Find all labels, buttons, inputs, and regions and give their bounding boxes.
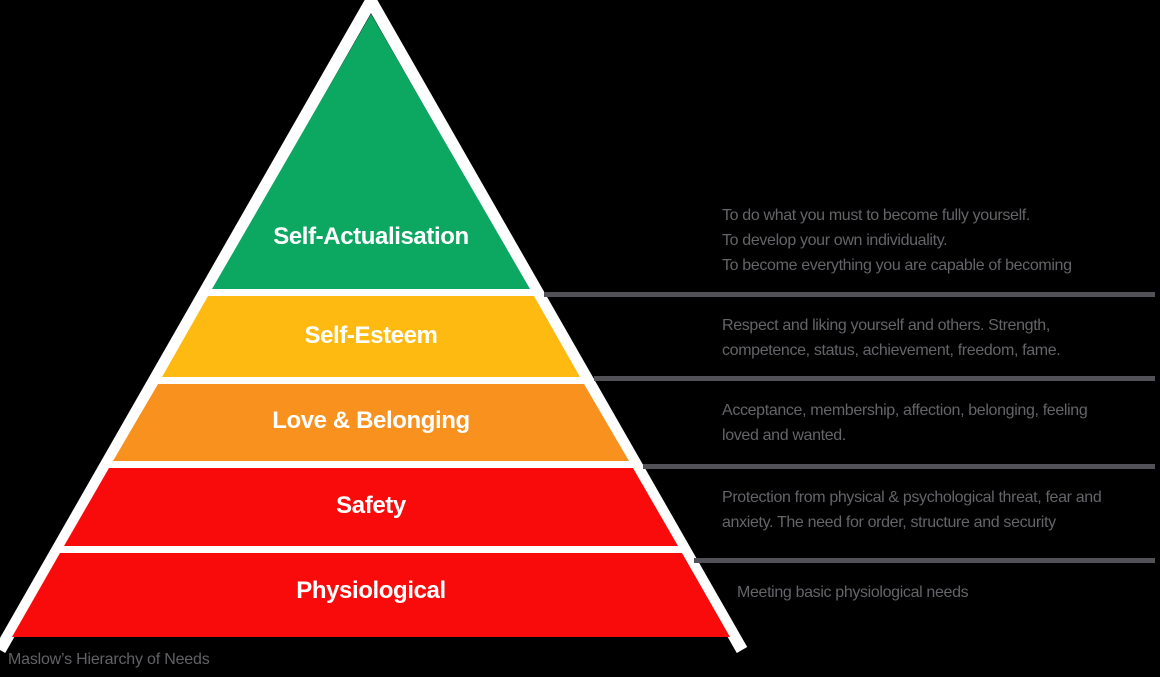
description-line: Respect and liking yourself and others. …	[722, 317, 1050, 334]
separator-line	[152, 377, 590, 384]
pyramid-level-self-actualisation	[212, 14, 530, 289]
diagram-caption: Maslow’s Hierarchy of Needs	[8, 651, 210, 668]
separator-line	[203, 289, 539, 296]
description-line: Acceptance, membership, affection, belon…	[722, 402, 1088, 419]
description-line: To do what you must to become fully your…	[722, 207, 1030, 224]
separator-line	[55, 546, 687, 553]
description-line: loved and wanted.	[722, 427, 846, 444]
level-description-safety: Protection from physical & psychological…	[722, 485, 1102, 535]
level-description-physiological: Meeting basic physiological needs	[737, 580, 969, 605]
description-line: competence, status, achievement, freedom…	[722, 342, 1061, 359]
level-label-self-actualisation: Self-Actualisation	[273, 223, 469, 250]
level-description-love-belonging: Acceptance, membership, affection, belon…	[722, 398, 1088, 448]
pyramid-level-safety	[64, 468, 678, 546]
pyramid-level-love-belonging	[113, 384, 629, 461]
level-description-self-esteem: Respect and liking yourself and others. …	[722, 313, 1061, 363]
description-line: To become everything you are capable of …	[722, 257, 1072, 274]
divider-line	[544, 292, 1155, 297]
level-label-safety: Safety	[336, 492, 406, 519]
description-line: anxiety. The need for order, structure a…	[722, 514, 1056, 531]
level-label-self-esteem: Self-Esteem	[304, 322, 438, 349]
pyramid-level-self-esteem	[162, 296, 580, 377]
divider-line	[643, 464, 1155, 469]
level-label-physiological: Physiological	[296, 577, 446, 604]
pyramid-level-physiological	[12, 553, 730, 637]
divider-line	[594, 376, 1155, 381]
level-label-love-belonging: Love & Belonging	[272, 407, 470, 434]
description-line: Protection from physical & psychological…	[722, 489, 1102, 506]
pyramid-outline	[0, 0, 748, 653]
level-description-self-actualisation: To do what you must to become fully your…	[722, 203, 1072, 278]
separator-line	[103, 461, 639, 468]
divider-line	[694, 558, 1155, 563]
description-line: Meeting basic physiological needs	[737, 584, 969, 601]
description-line: To develop your own individuality.	[722, 232, 948, 249]
